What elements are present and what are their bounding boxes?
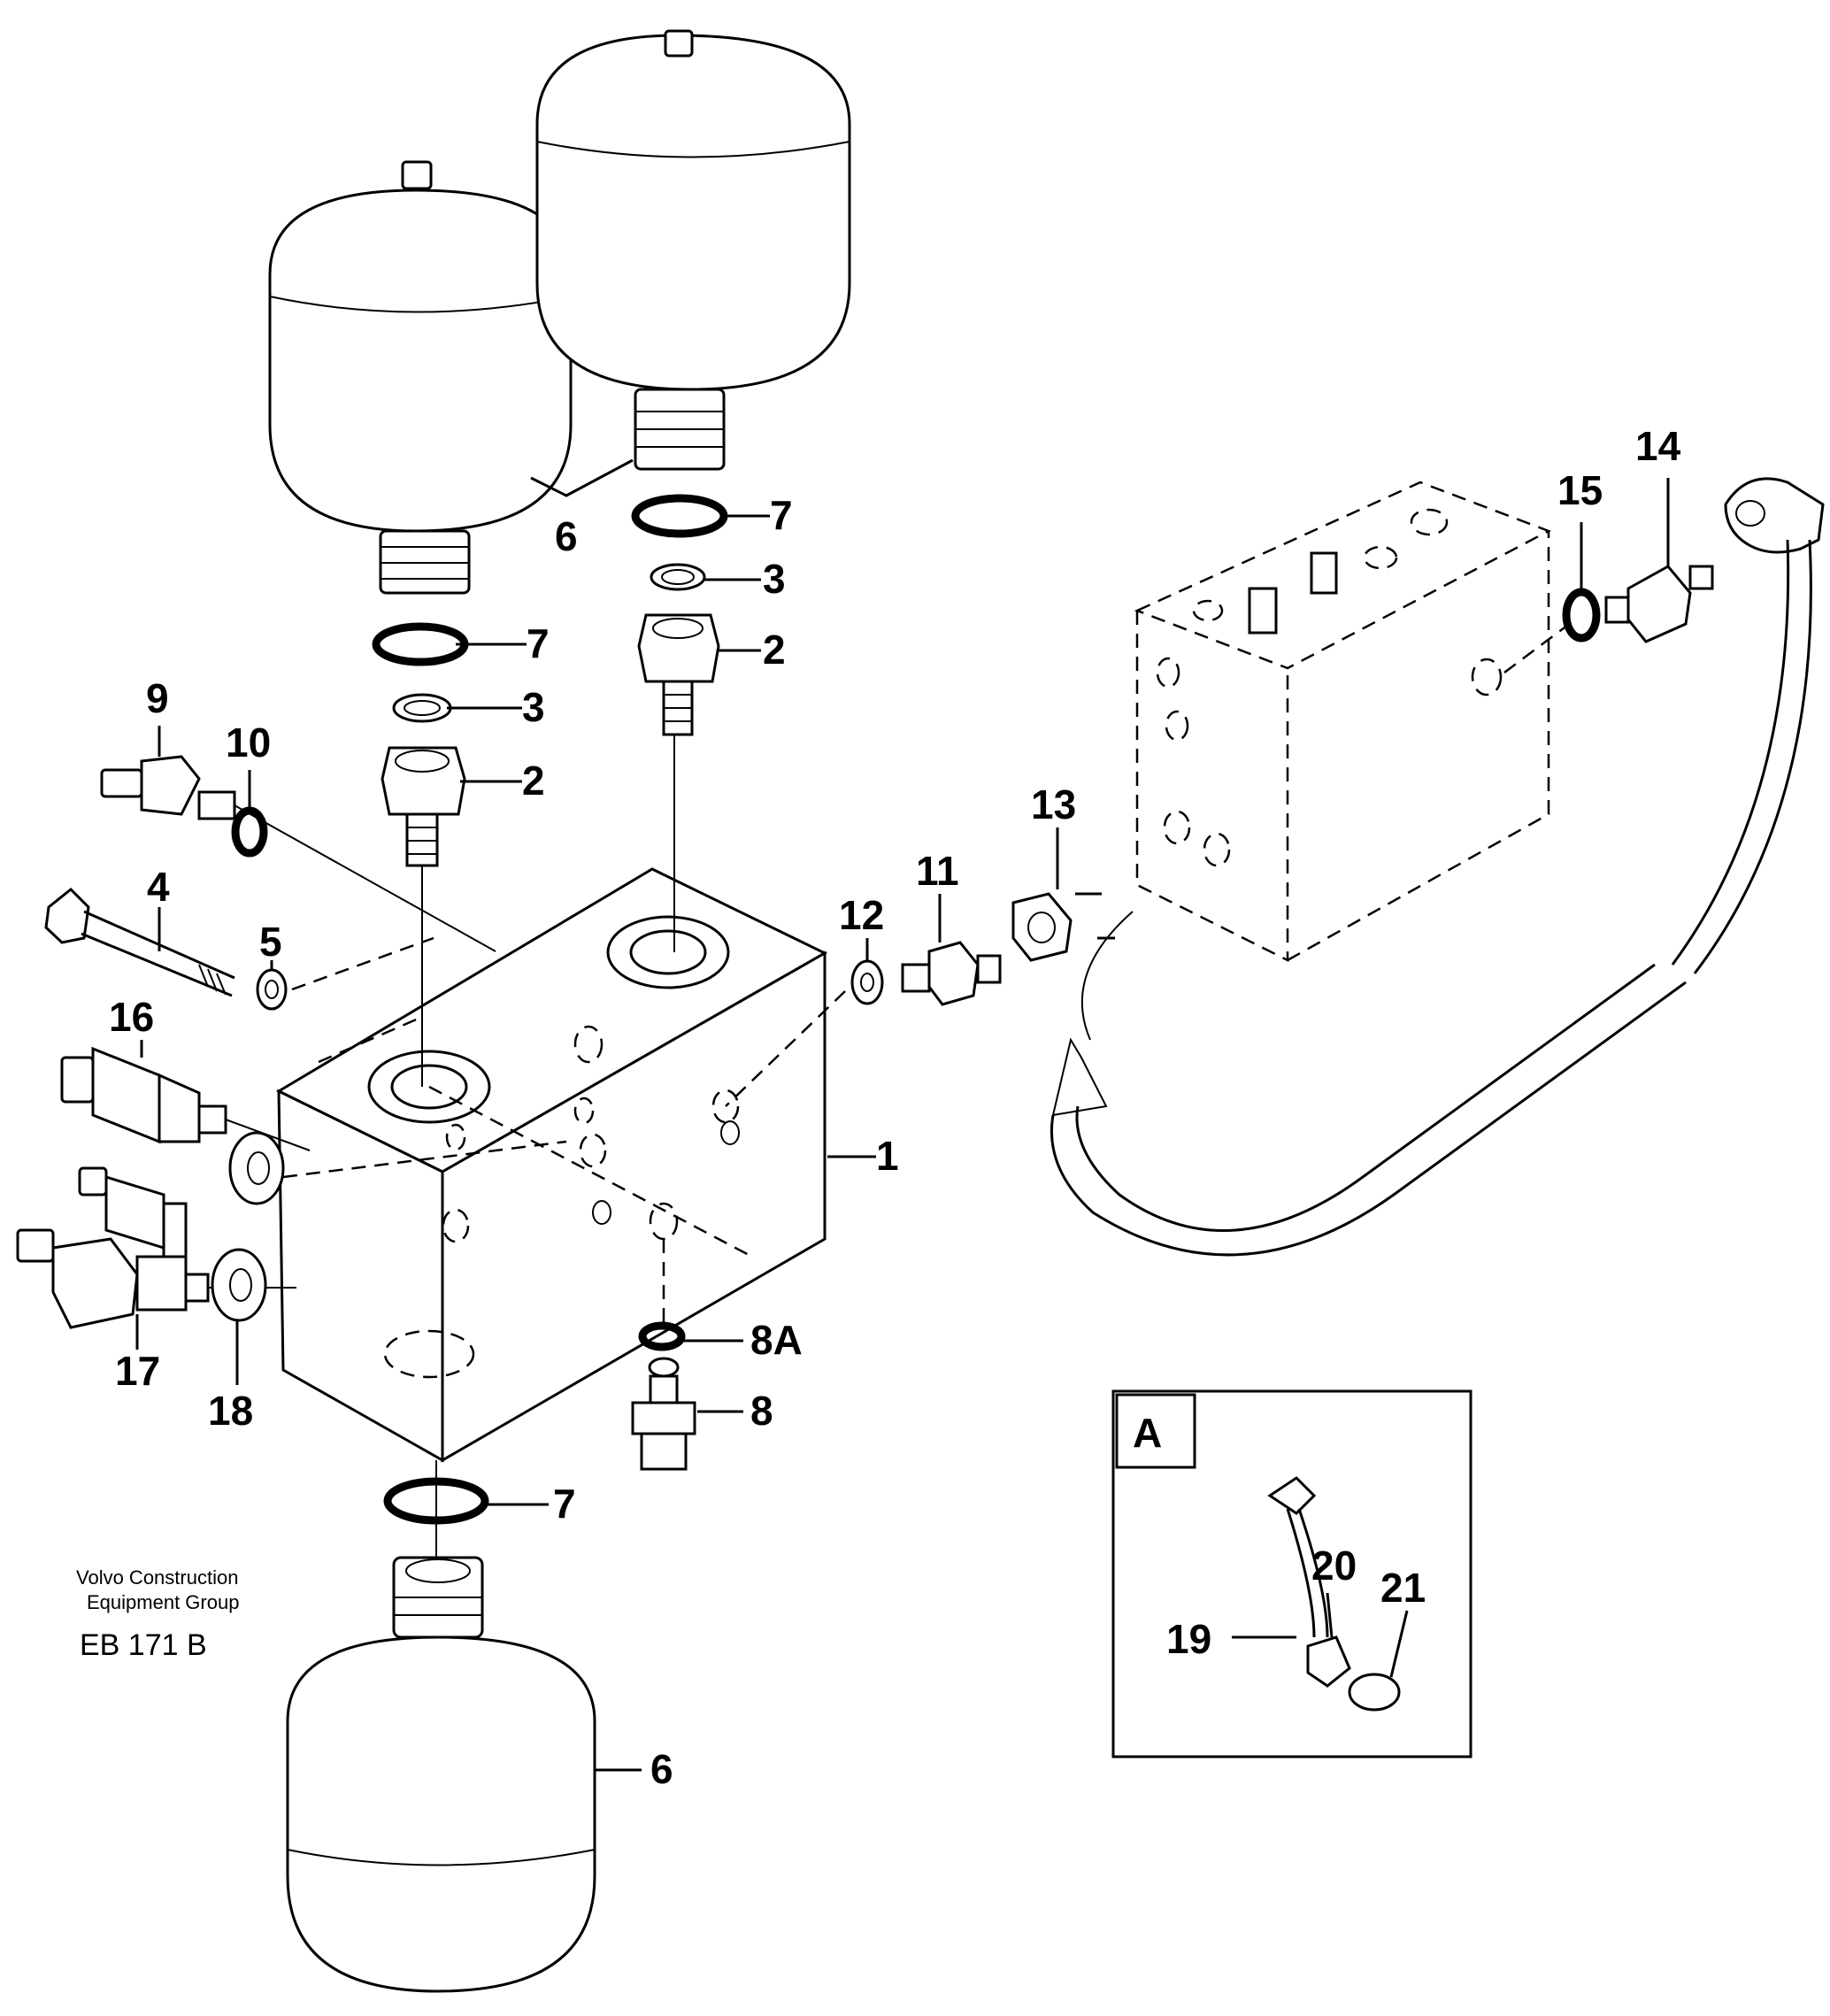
bolt-4 [44, 887, 235, 997]
credit-line-2: Equipment Group [87, 1591, 239, 1613]
hose-assembly [1050, 477, 1825, 1257]
callout-7-right: 7 [770, 492, 793, 538]
washer-18-lower [211, 1248, 267, 1322]
washer-5 [256, 968, 288, 1011]
callout-3-right: 3 [763, 556, 786, 602]
callout-labels: 1 2 2 3 3 4 5 6 6 7 7 7 8 8A 9 10 11 12 … [109, 423, 1681, 1792]
left-stack-fittings [372, 622, 469, 1087]
switch-16 [60, 1046, 311, 1151]
callout-21: 21 [1380, 1565, 1426, 1611]
callout-3-left: 3 [522, 684, 545, 730]
callout-15: 15 [1557, 467, 1603, 513]
detail-box-label: A [1133, 1410, 1162, 1456]
callout-20: 20 [1311, 1543, 1357, 1589]
callout-5: 5 [259, 919, 282, 965]
washer-18-upper [228, 1131, 285, 1205]
callout-14: 14 [1635, 423, 1681, 469]
callout-19: 19 [1166, 1616, 1211, 1662]
callout-6-lower: 6 [650, 1746, 673, 1792]
fittings-11-12-13 [725, 892, 1115, 1107]
sensor-9 [100, 755, 496, 952]
solenoid-17 [16, 1166, 296, 1329]
callout-2-left: 2 [522, 758, 545, 804]
accumulator-lower [286, 1460, 596, 1993]
callout-6-upper: 6 [555, 513, 578, 559]
accumulator-upper-right [535, 29, 851, 471]
leader-lines [135, 478, 1670, 1772]
credit-line-1: Volvo Construction [76, 1566, 238, 1589]
drawing-code: EB 171 B [80, 1628, 207, 1662]
callout-10: 10 [226, 719, 271, 766]
callout-13: 13 [1031, 781, 1076, 827]
callout-1: 1 [876, 1133, 899, 1179]
callout-12: 12 [839, 892, 884, 938]
callout-9: 9 [146, 675, 169, 721]
right-stack-fittings [631, 494, 728, 952]
callout-8a: 8A [750, 1317, 803, 1363]
callout-11: 11 [916, 848, 959, 894]
callout-16: 16 [109, 994, 154, 1040]
callout-7-bottom: 7 [553, 1481, 576, 1527]
accumulator-upper-left [268, 160, 573, 595]
control-valve [1134, 481, 1552, 963]
callout-17: 17 [115, 1348, 160, 1394]
credit-block: Volvo Construction Equipment Group EB 17… [76, 1566, 239, 1662]
detail-box-a [1111, 1389, 1472, 1758]
plug-8 [631, 1239, 696, 1471]
callout-18: 18 [208, 1388, 253, 1434]
callout-2-right: 2 [763, 627, 786, 673]
callout-4: 4 [147, 864, 170, 910]
callout-7-left: 7 [527, 620, 550, 666]
leader-6-upper [530, 458, 634, 497]
callout-8: 8 [750, 1388, 773, 1434]
valve-block [275, 867, 828, 1463]
washer-10 [231, 806, 268, 858]
